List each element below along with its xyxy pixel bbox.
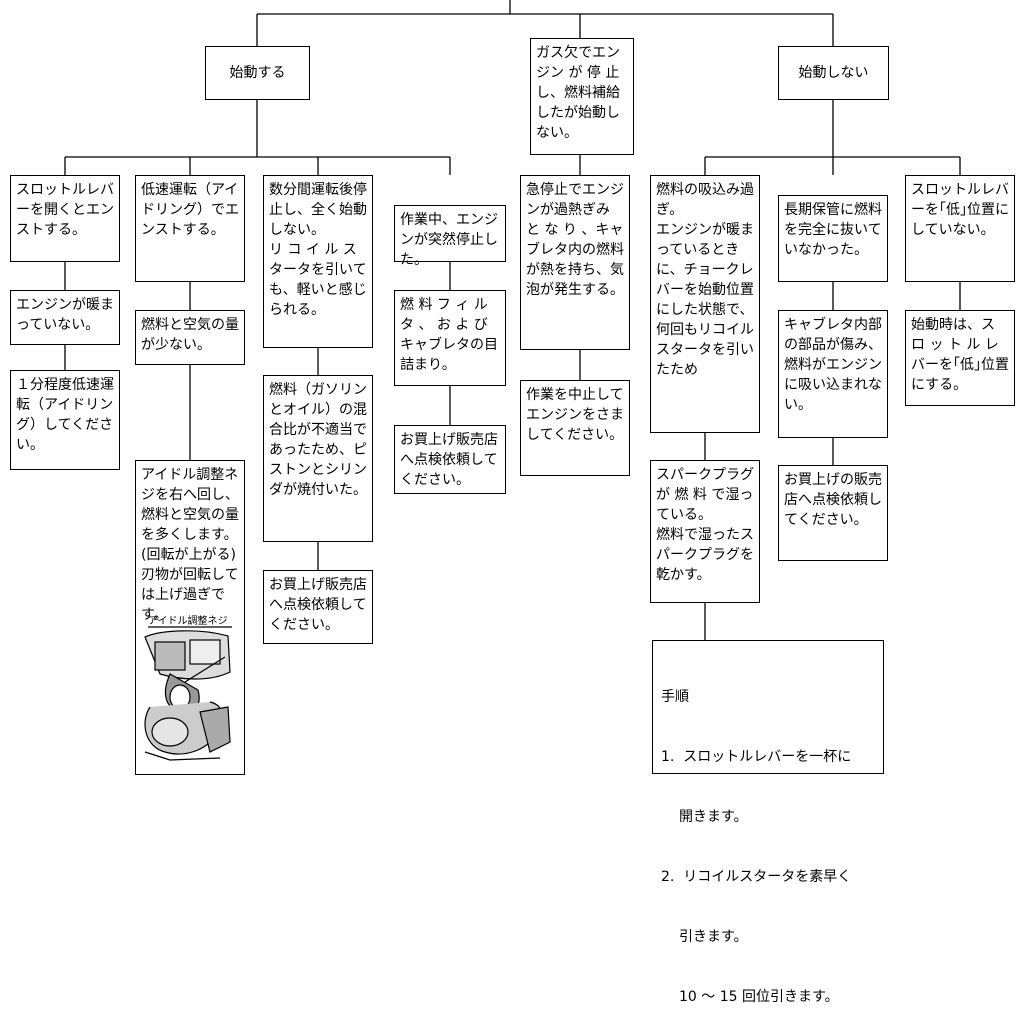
procedure-title: 手順 (661, 689, 689, 705)
cause-piston-seizure: 燃料（ガソリンとオイル）の混合比が不適当であったため、ピストンとシリンダが焼付い… (263, 375, 373, 542)
remedy-dry-spark-plug: スパークプラグ が 燃 料 で湿っている。 燃料で湿ったスパークプラグを乾かす。 (650, 460, 760, 603)
procedure-step-2-count: 10 ～ 15 回位引きます。 (679, 989, 839, 1005)
connector-lines (64, 0, 961, 640)
remedy-dealer-inspection-2: お買上げ販売店へ点検依頼してください。 (394, 425, 506, 494)
symptom-throttle-stall: スロットルレバーを開くとエンストする。 (10, 175, 120, 262)
idle-screw-figure-label: アイドル調整ネジ (148, 614, 228, 627)
procedure-step-1: 1. スロットルレバーを一杯に (661, 749, 852, 765)
procedure-step-2-cont: 引きます。 (679, 929, 748, 945)
cause-overheat-vapor: 急停止でエンジンが過熱ぎみ と な り 、キャブレタ内の燃料が熱を持ち、気泡が発… (520, 175, 630, 350)
remedy-set-throttle-low: 始動時は、ス ロ ッ ト ル レバーを｢低｣位置にする。 (905, 310, 1015, 406)
procedure-step-1-cont: 開きます。 (679, 809, 748, 825)
remedy-dealer-inspection-1: お買上げ販売店へ点検依頼してください。 (263, 570, 373, 644)
cause-flooding: 燃料の吸込み過ぎ。 エンジンが暖まっているときに、チョークレバーを始動位置にした… (650, 175, 760, 433)
symptom-sudden-stop: 作業中、エンジンが突然停止した。 (394, 205, 506, 268)
cause-engine-cold: エンジンが暖まっていない。 (10, 290, 120, 345)
idle-screw-illustration: アイドル調整ネジ (144, 614, 232, 761)
procedure-steps: 手順 1. スロットルレバーを一杯に 開きます。 2. リコイルスタータを素早く… (652, 640, 884, 1005)
start-box: 始動する (205, 46, 310, 100)
cause-storage-fuel: 長期保管に燃料を完全に抜いていなかった。 (778, 195, 888, 282)
procedure-step-2: 2. リコイルスタータを素早く (661, 869, 852, 885)
cause-lean-mixture: 燃料と空気の量が少ない。 (135, 310, 245, 365)
symptom-idle-stall: 低速運転（アイドリング）でエンストする。 (135, 175, 245, 282)
cause-filter-clog: 燃 料 フ ィ ル タ 、 お よ びキャブレタの目詰まり。 (394, 290, 506, 386)
gas-out-box: ガス欠でエンジン が 停 止し、燃料補給したが始動しない。 (530, 38, 634, 155)
remedy-cool-engine: 作業を中止してエンジンをさましてください。 (520, 380, 630, 476)
remedy-idle-warmup: １分程度低速運転（アイドリング）してください。 (10, 370, 120, 470)
remedy-dealer-inspection-3: お買上げの販売店へ点検依頼してください。 (778, 465, 888, 561)
cause-carb-damage: キャブレタ内部の部品が傷み、燃料がエンジンに吸い込まれない。 (778, 310, 888, 438)
cause-throttle-position: スロットルレバーを｢低｣位置にしていない。 (905, 175, 1015, 282)
symptom-stops-after-minutes: 数分間運転後停止し、全く始動しない。 リ コ イ ル ス タータを引いても、軽い… (263, 175, 373, 348)
no-start-box: 始動しない (778, 46, 889, 100)
